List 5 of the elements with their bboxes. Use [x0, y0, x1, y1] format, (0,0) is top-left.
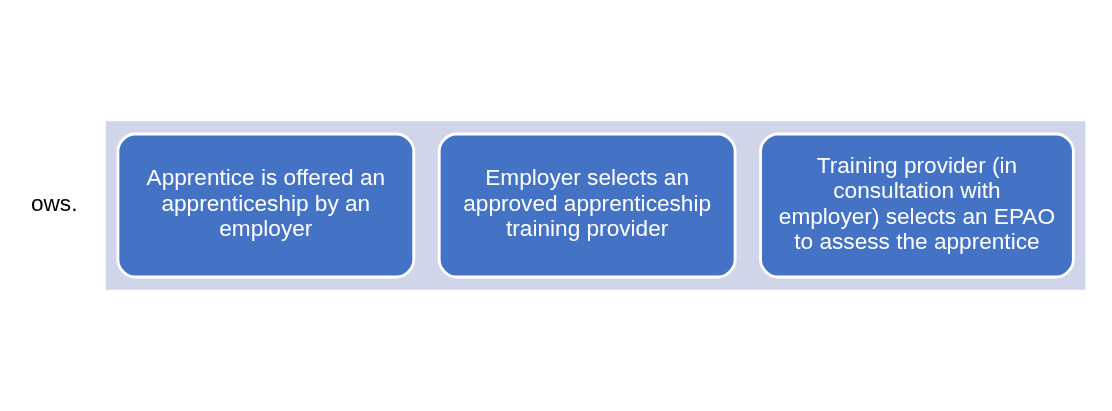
label: ows.: [30, 190, 78, 216]
node-box: Apprentice is offered an apprenticeship by an employer: [116, 132, 416, 279]
node-box: Employer selects an approved apprenticeship training provider: [437, 132, 737, 279]
cluster: [105, 121, 1086, 290]
node-box: Training provider (in consultation with employer) selects an EPAO to assess the apprentice: [759, 132, 1075, 279]
